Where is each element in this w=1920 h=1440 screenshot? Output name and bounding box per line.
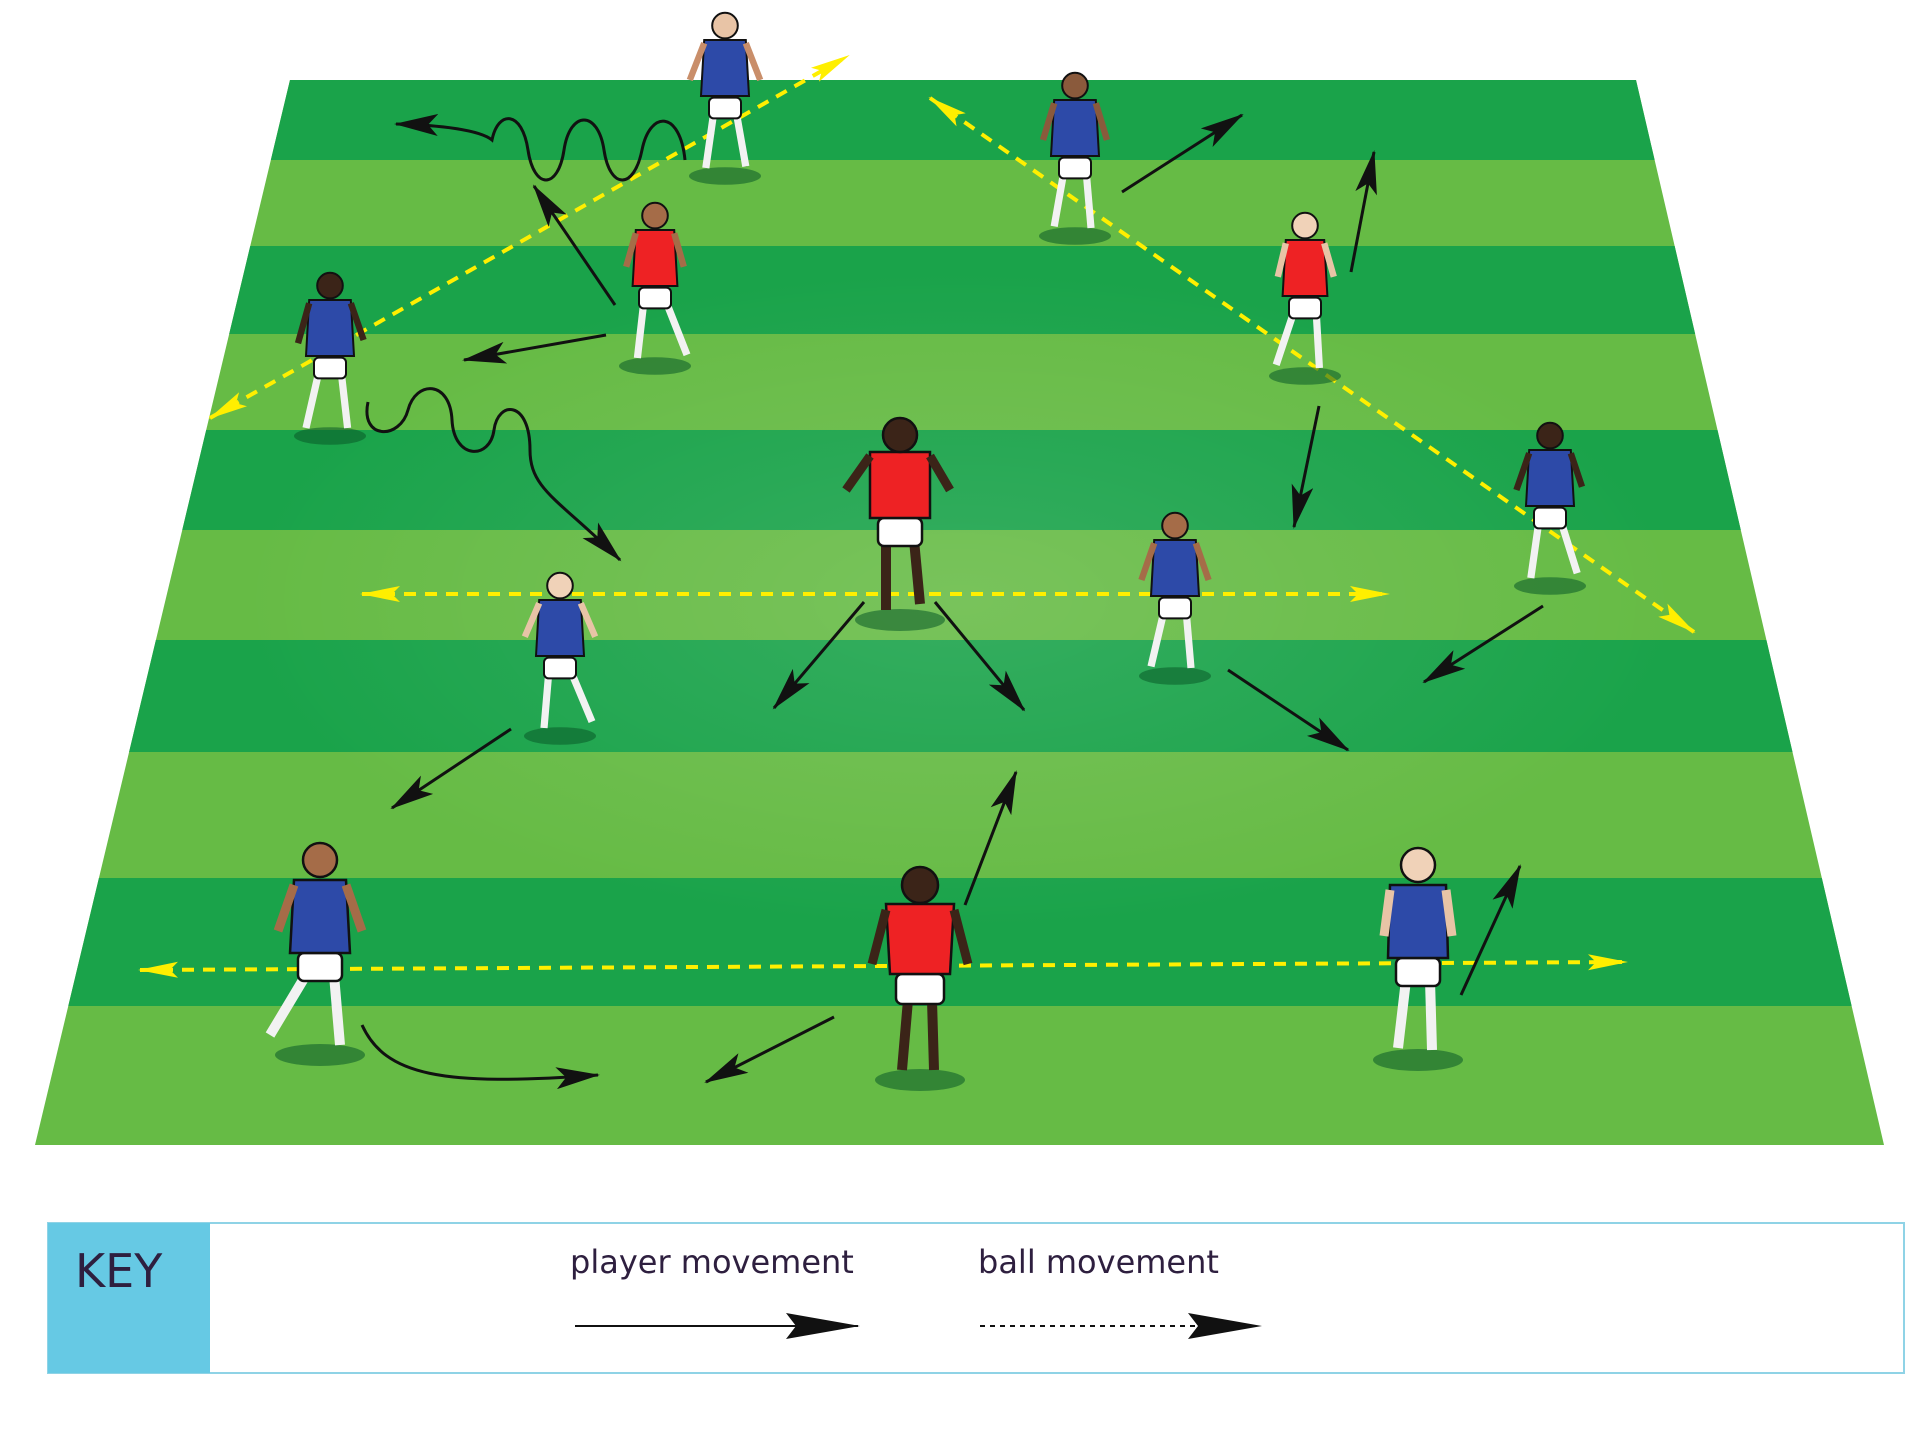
legend-ball-movement-label: ball movement [978,1243,1219,1281]
key-border [48,1223,1904,1373]
key-panel: KEY player movement ball movement [48,1223,1904,1373]
legend-player-movement-label: player movement [570,1243,854,1281]
pitch [0,80,1920,1145]
key-title: KEY [75,1244,163,1298]
